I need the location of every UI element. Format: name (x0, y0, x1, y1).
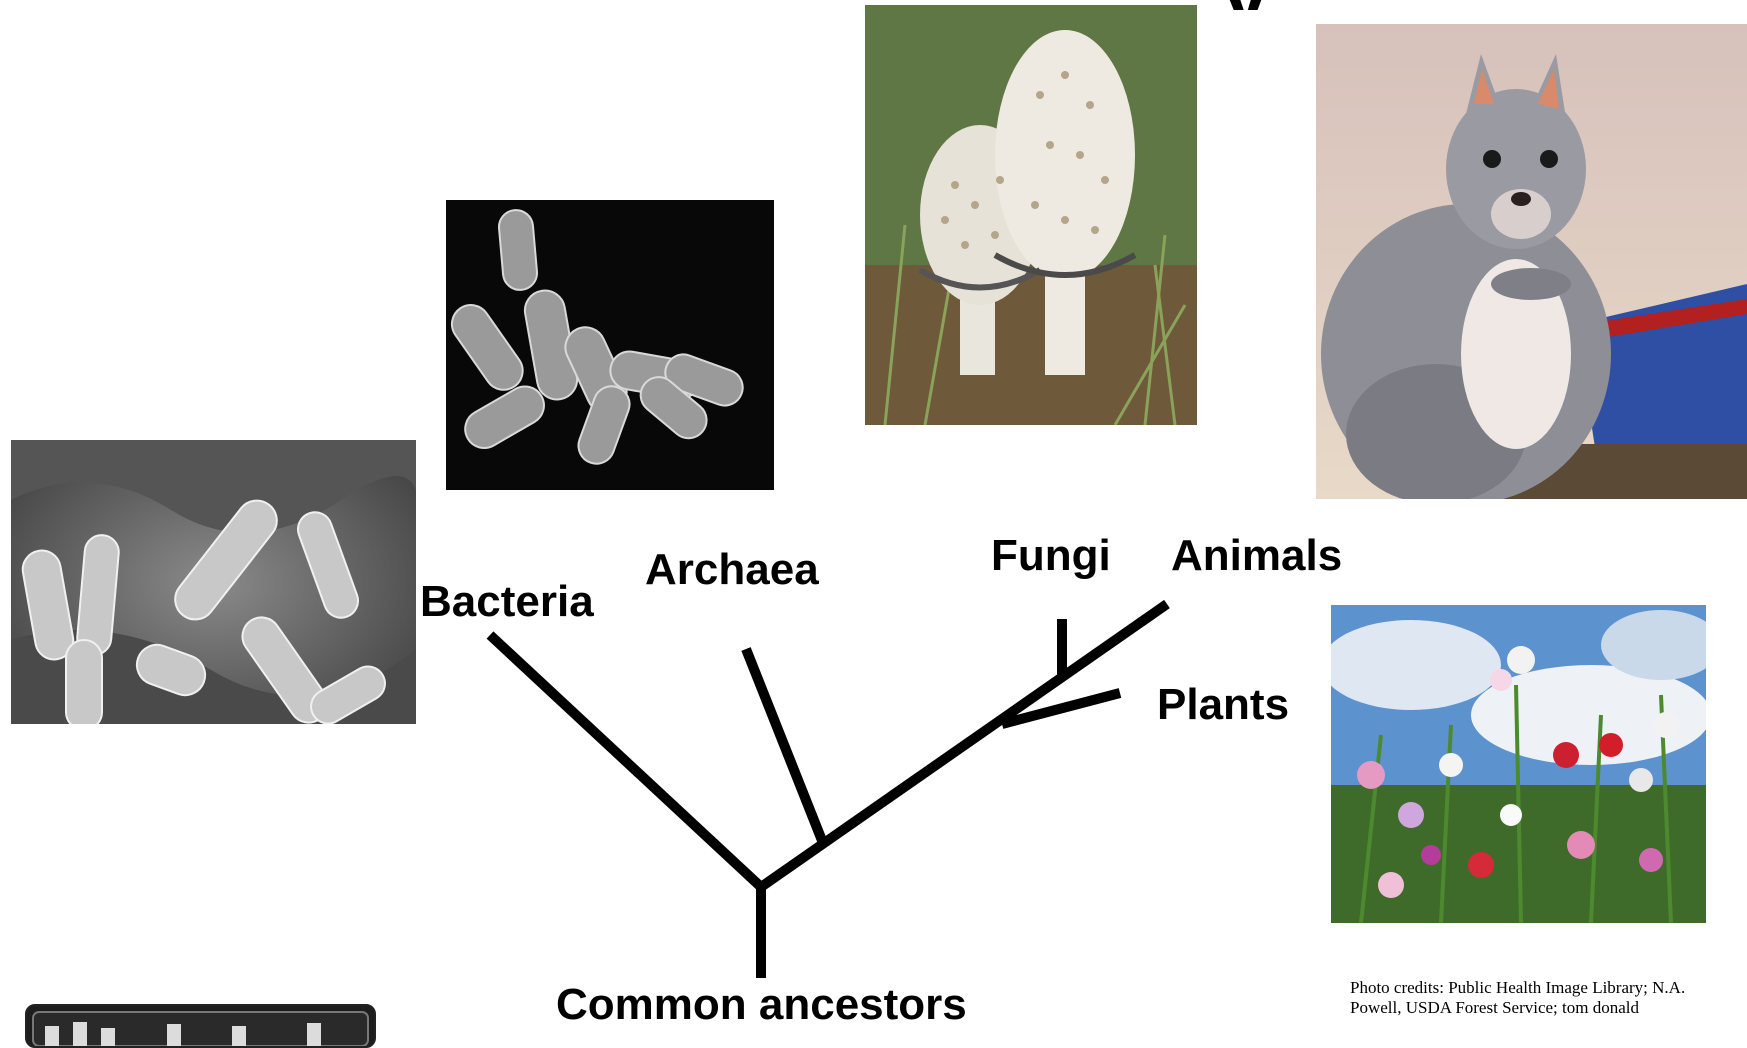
animals-photo (1316, 24, 1747, 499)
photo-credits: Photo credits: Public Health Image Libra… (1350, 978, 1747, 1018)
slide-title-fragment: y (1223, 0, 1273, 10)
main-branch (761, 604, 1167, 887)
plants-branch (1002, 693, 1120, 724)
archaea-branch (746, 649, 823, 843)
common-ancestors-label: Common ancestors (556, 983, 967, 1027)
photo-credits-line-1: Photo credits: Public Health Image Libra… (1350, 978, 1747, 998)
plants-photo (1331, 605, 1706, 923)
archaea-photo (446, 200, 774, 490)
fungi-label: Fungi (991, 534, 1111, 578)
photo-credits-line-2: Powell, USDA Forest Service; tom donald (1350, 998, 1747, 1018)
slide-title-text: y (1223, 0, 1268, 10)
footer-logo (25, 1004, 376, 1048)
bacteria-branch (490, 635, 761, 887)
plants-label: Plants (1157, 683, 1289, 727)
animals-label: Animals (1171, 534, 1342, 578)
fungi-photo (865, 5, 1197, 425)
archaea-label: Archaea (645, 548, 819, 592)
bacteria-label: Bacteria (420, 580, 594, 624)
bacteria-photo (11, 440, 416, 724)
